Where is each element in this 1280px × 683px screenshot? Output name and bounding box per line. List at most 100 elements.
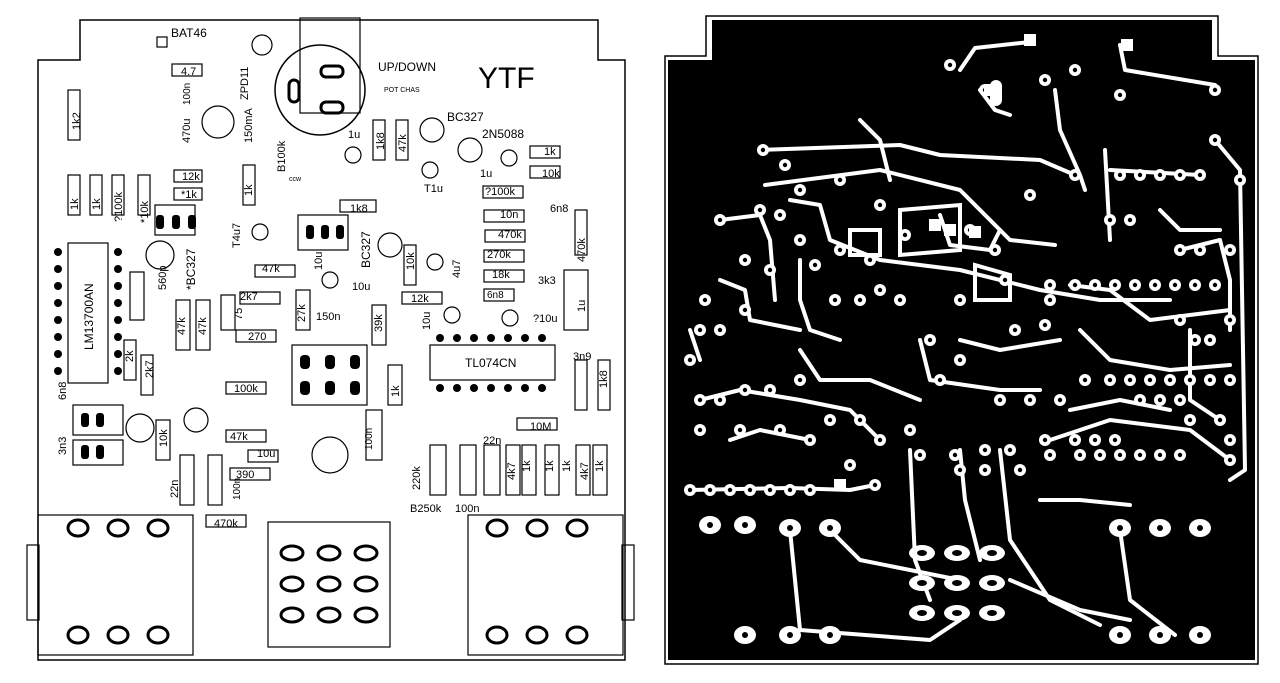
label-c-10u-a: 10u — [313, 252, 325, 270]
label-bat46: BAT46 — [171, 26, 207, 40]
copper-drill-27 — [1047, 282, 1053, 288]
label-c-100n-a: 100n — [182, 83, 193, 105]
jack-pad — [66, 518, 90, 538]
label-pot-b250k: B250k — [410, 503, 442, 515]
label-r-1k-f: 1k — [390, 385, 402, 397]
copper-pot-slot — [990, 80, 1002, 106]
copper-area-2 — [973, 262, 1012, 302]
copper-drill-8 — [1027, 192, 1033, 198]
switch-pad — [350, 381, 360, 395]
label-r-2k: 2k — [124, 350, 136, 362]
pad-opamp-b — [436, 384, 444, 392]
copper-area-1 — [898, 202, 962, 258]
copper-drill-107 — [1212, 137, 1218, 143]
pad-ota-r — [114, 265, 122, 273]
copper-drill-100 — [1227, 317, 1233, 323]
trimmer-pad — [96, 445, 104, 459]
label-c-10u-c: 10u — [421, 312, 433, 330]
copper-drill-79 — [687, 487, 693, 493]
pad-opamp-t — [521, 334, 529, 342]
trimmer-pad — [156, 215, 164, 229]
pad-ota-l — [54, 299, 62, 307]
copper-drill-35 — [1212, 282, 1218, 288]
label-r-10k-b: *10k — [139, 200, 151, 223]
label-c-22n-b: 22n — [169, 480, 181, 498]
copper-drill-57 — [1082, 377, 1088, 383]
pad-opamp-b — [538, 384, 546, 392]
part-v-32 — [592, 444, 608, 496]
label-r-1k-d: 1k — [91, 198, 103, 210]
part-v-20 — [387, 364, 403, 406]
copper-drill-34 — [1192, 282, 1198, 288]
label-bc327-c: BC327 — [359, 231, 373, 268]
label-r-47k-d: 47k — [197, 317, 209, 335]
label-r-39k: 39k — [373, 314, 385, 332]
part-v-16 — [140, 354, 154, 396]
copper-drill-80 — [707, 487, 713, 493]
output-jack — [467, 514, 624, 656]
board-title: YTF — [478, 62, 535, 95]
copper-fs-drill — [987, 580, 997, 586]
copper-drill-65 — [1137, 397, 1143, 403]
copper-drill-11 — [1137, 172, 1143, 178]
part-v-22 — [155, 419, 171, 461]
label-r-1k-h: 1k — [544, 460, 556, 472]
copper-trace-34 — [858, 118, 892, 182]
jack-pad — [106, 518, 130, 538]
copper-fs-drill — [917, 610, 927, 616]
part-h-6 — [482, 185, 524, 199]
pad-opamp-b — [521, 384, 529, 392]
part-h-17 — [225, 429, 267, 443]
label-c-100n-c: 100n — [232, 478, 243, 500]
switch-pad — [325, 355, 335, 369]
silkscreen-layer: YTF UP/DOWN POT CHAS ccw LM13700AN TL074… — [26, 17, 635, 661]
switch-pad — [325, 381, 335, 395]
copper-drill-89 — [982, 467, 988, 473]
left-parts — [67, 34, 611, 528]
part-v-4 — [137, 174, 151, 216]
copper-drill-48 — [857, 417, 863, 423]
copper-drill-1 — [782, 162, 788, 168]
label-r-10m: 10M — [530, 421, 551, 433]
label-bc327-a: BC327 — [447, 110, 484, 124]
part-h-1 — [173, 169, 203, 183]
part-v-1 — [67, 174, 81, 216]
label-c-560p: 560p — [157, 266, 169, 290]
part-v-11 — [220, 294, 236, 331]
label-bc327-b: *BC327 — [184, 248, 198, 290]
part-v-27 — [483, 444, 501, 496]
copper-drill-82 — [747, 487, 753, 493]
pad-opamp-b — [470, 384, 478, 392]
label-t1u: T1u — [424, 183, 443, 195]
copper-drill-31 — [1132, 282, 1138, 288]
copper-drill-104 — [1072, 67, 1078, 73]
ic-tl074-label: TL074CN — [465, 356, 516, 370]
pad-ota-r — [114, 350, 122, 358]
pad-opamp-t — [436, 334, 444, 342]
copper-square-pad-5 — [834, 479, 846, 491]
round-part-8 — [145, 240, 175, 270]
footswitch-pad — [279, 575, 305, 593]
copper-drill-15 — [1237, 177, 1243, 183]
label-c-6n8-b: 6n8 — [487, 290, 504, 301]
board-outline — [37, 19, 626, 661]
copper-trace-27 — [1118, 528, 1177, 637]
footswitch-pad — [279, 606, 305, 624]
label-n5088: 2N5088 — [482, 127, 524, 141]
copper-drill-36 — [1227, 247, 1233, 253]
cap-3n3-box — [72, 439, 124, 466]
switch-pad — [350, 355, 360, 369]
copper-square-pad-6 — [969, 226, 981, 238]
copper-drill-67 — [1177, 397, 1183, 403]
ic-lm13700-label: LM13700AN — [82, 283, 96, 350]
copper-drill-22 — [857, 297, 863, 303]
copper-drill-68 — [1187, 417, 1193, 423]
copper-drill-103 — [1042, 77, 1048, 83]
label-c-4u7: 4u7 — [451, 260, 463, 278]
label-c-100n-b: 100n — [364, 428, 375, 450]
part-h-19 — [229, 467, 271, 481]
label-r-47k-b: 47k — [262, 263, 280, 275]
label-r-2k7-b: 2k7 — [144, 360, 156, 378]
trimmer-pad — [321, 225, 329, 239]
